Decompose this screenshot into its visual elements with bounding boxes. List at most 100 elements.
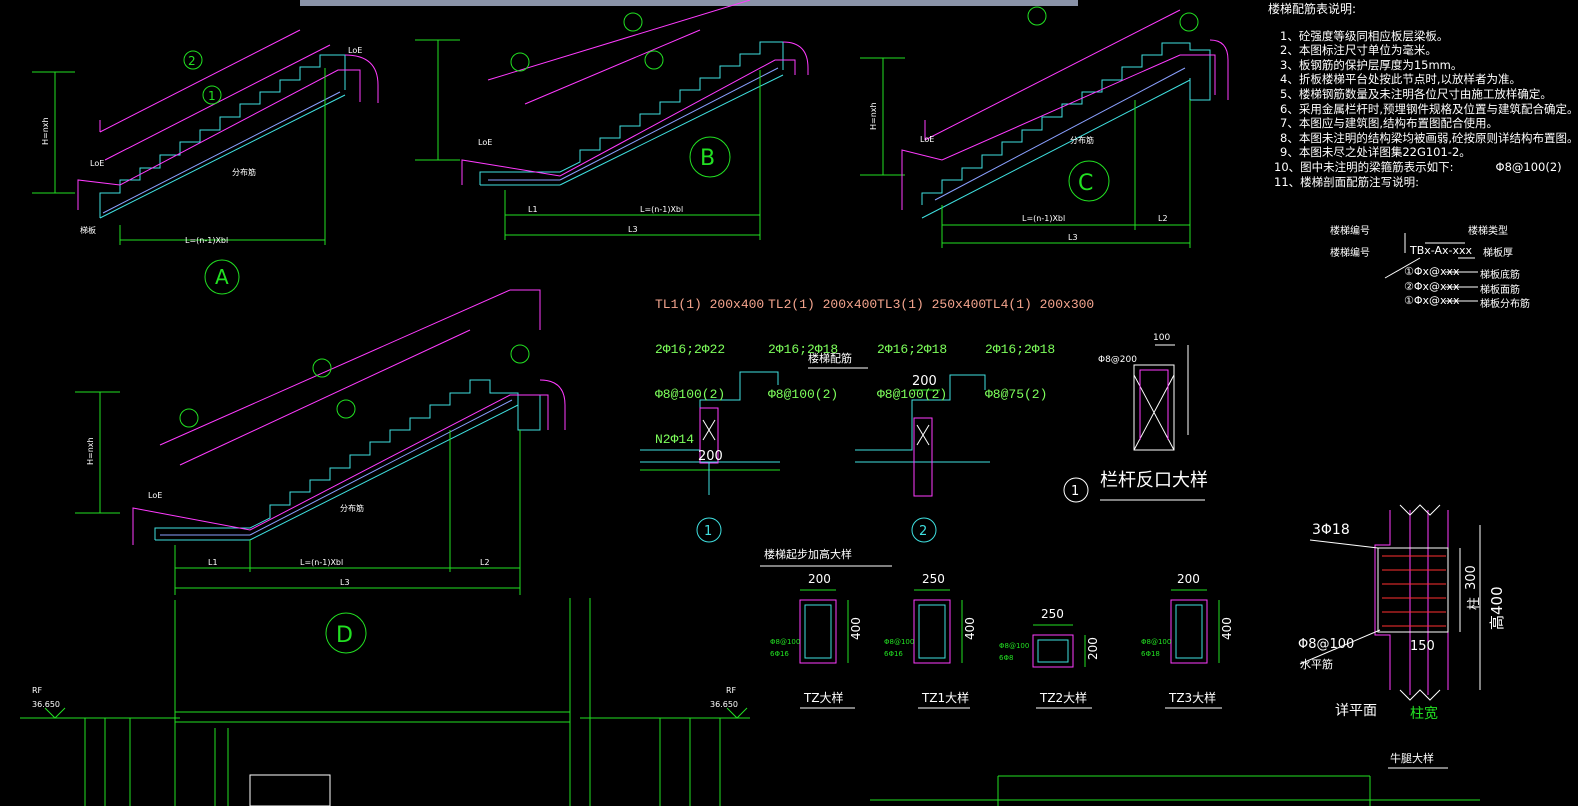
tz1-h: 400 <box>963 617 977 640</box>
stair-c-height: H=nxh <box>869 102 878 130</box>
note-item: 4、折板楼梯平台处按此节点时,以放样者为准。 <box>1280 72 1521 87</box>
legend-l2: ②Φx@xxx <box>1404 280 1460 293</box>
railing-detail <box>1063 344 1205 503</box>
stair-a-label: A <box>215 265 229 289</box>
beam-tl1: TL1(1) 200x400 2Φ16;2Φ22 Φ8@100(2) N2Φ14 <box>655 267 764 462</box>
col-stir: Φ8@100 <box>1298 637 1354 652</box>
tz-m: 6Φ16 <box>770 650 789 658</box>
tz-name: TZ大样 <box>803 690 844 705</box>
note-item-11: 11、楼梯剖面配筋注写说明: <box>1274 174 1420 189</box>
beam-tl4-line2: Φ8@75(2) <box>985 387 1048 402</box>
stair-d-label: D <box>336 623 353 648</box>
stair-c <box>860 6 1229 248</box>
elevation-section <box>20 598 1480 806</box>
legend-lines <box>1384 233 1478 302</box>
note-item: 6、采用金属栏杆时,预埋钢件规格及位置与建筑配合确定。 <box>1280 101 1578 116</box>
col-plane: 详平面 <box>1335 703 1377 719</box>
rf-left: RF <box>32 686 43 695</box>
col-rebar: 3Φ18 <box>1312 522 1350 538</box>
beam-tl4: TL4(1) 200x300 2Φ16;2Φ18 Φ8@75(2) <box>985 267 1094 417</box>
note-10-value: Φ8@100(2) <box>1495 159 1562 174</box>
stair-a-dist: 分布筋 <box>232 167 256 177</box>
stair-d-l1: L1 <box>208 558 218 567</box>
legend-stair-no-2: 楼梯编号 <box>1330 248 1370 259</box>
legend-l1: ①Φx@xxx <box>1404 265 1460 278</box>
stair-b-label: B <box>700 146 715 171</box>
stair-c-loe: LoE <box>920 135 934 144</box>
beam-tl3-line2: Φ8@100(2) <box>877 387 948 402</box>
tz3-name: TZ3大样 <box>1168 690 1216 705</box>
section-1-dim: 200 <box>698 449 723 464</box>
beam-tl4-line1: 2Φ16;2Φ18 <box>985 342 1056 357</box>
cad-drawing-canvas[interactable]: 2 1 A L=(n-1)Xbl H=nxh LoE LoE 梯板 分布筋 B … <box>0 0 1529 806</box>
stair-b-l1: L1 <box>528 205 538 214</box>
legend-stair-type: 楼梯类型 <box>1468 226 1508 237</box>
stair-c-dist: 分布筋 <box>1070 135 1094 145</box>
note-item: 1、砼强度等级同相应板层梁板。 <box>1280 28 1449 43</box>
stair-b-l3: L3 <box>628 225 638 234</box>
legend-l3: ①Φx@xxx <box>1404 294 1460 307</box>
stair-b-loe: LoE <box>478 138 492 147</box>
note-item: 9、本图未尽之处详图集22G101-2。 <box>1280 145 1471 160</box>
stair-c-l3: L3 <box>1068 233 1078 242</box>
beam-tl1-head: TL1(1) 200x400 <box>655 297 765 312</box>
railing-dim: 100 <box>1153 333 1170 343</box>
beam-tl2-head: TL2(1) 200x400 <box>768 297 878 312</box>
beam-tl4-head: TL4(1) 200x300 <box>985 297 1095 312</box>
stair-d-dist: 分布筋 <box>340 503 364 513</box>
section-1-mark: 1 <box>704 524 712 539</box>
beam-tl1-line3: N2Φ14 <box>655 432 695 447</box>
tz3-s: Φ8@100 <box>1141 638 1171 646</box>
col-width: 柱宽 <box>1410 705 1438 722</box>
tz1-s: Φ8@100 <box>884 638 914 646</box>
notes-panel: 楼梯配筋表说明: 1、砼强度等级同相应板层梁板。 2、本图标注尺寸单位为毫米。 … <box>1268 2 1578 189</box>
note-item: 8、本图未注明的结构梁均被画弱,砼按原则详结构布置图。 <box>1280 130 1578 145</box>
stair-c-length: L=(n-1)Xbl <box>1022 214 1065 223</box>
note-item: 3、板钢筋的保护层厚度为15mm。 <box>1280 57 1463 72</box>
stair-d-loe: LoE <box>148 491 162 500</box>
col-title: 牛腿大样 <box>1390 751 1434 765</box>
beam-tl3-line1: 2Φ16;2Φ18 <box>877 342 948 357</box>
stair-d-height: H=nxh <box>86 437 95 465</box>
top-scroll-bar[interactable] <box>300 0 1078 6</box>
note-item: 2、本图标注尺寸单位为毫米。 <box>1280 43 1437 58</box>
beam-tl2-line2: Φ8@100(2) <box>768 387 839 402</box>
notes-title: 楼梯配筋表说明: <box>1268 2 1357 16</box>
stair-a-loe: LoE <box>90 159 104 168</box>
railing-title: 栏杆反口大样 <box>1100 470 1208 491</box>
beam-tl3: TL3(1) 250x400 2Φ16;2Φ18 Φ8@100(2) <box>877 267 986 417</box>
stair-b-length: L=(n-1)Xbl <box>640 205 683 214</box>
section-2-dim: 200 <box>912 374 937 389</box>
tz-h: 400 <box>849 617 863 640</box>
note-item-10: 10、图中未注明的梁箍筋表示如下: Φ8@100(2) <box>1268 159 1562 175</box>
stair-a: 2 1 <box>32 29 379 295</box>
tz2-m: 6Φ8 <box>999 654 1013 662</box>
beam-tl2-line1: 2Φ16;2Φ18 <box>768 342 839 357</box>
stair-a-bottom: 梯板 <box>80 225 96 235</box>
legend-stair-no: 楼梯编号 <box>1330 226 1370 237</box>
beam-tl1-line1: 2Φ16;2Φ22 <box>655 342 726 357</box>
legend-thickness: 梯板厚 <box>1483 248 1513 259</box>
note-10-label: 10、图中未注明的梁箍筋表示如下: <box>1274 159 1454 174</box>
note-item: 7、本图应与建筑图,结构布置图配合使用。 <box>1280 116 1498 131</box>
stair-d-length: L=(n-1)Xbl <box>300 558 343 567</box>
legend-l2-desc: 梯板面筋 <box>1480 285 1520 296</box>
svg-text:2: 2 <box>188 54 196 68</box>
rf-right: RF <box>726 686 737 695</box>
tz2-s: Φ8@100 <box>999 642 1029 650</box>
section-2-mark: 2 <box>919 524 927 539</box>
col-stir2: 水平筋 <box>1300 657 1333 671</box>
stair-col-title: 楼梯起步加高大样 <box>764 547 852 561</box>
stair-c-l2: L2 <box>1158 214 1168 223</box>
tz2-name: TZ2大样 <box>1039 690 1087 705</box>
stair-d-l2: L2 <box>480 558 490 567</box>
beam-tl1-line2: Φ8@100(2) <box>655 387 726 402</box>
tz-dim: 200 <box>808 572 831 586</box>
railing-spec: Φ8@200 <box>1098 355 1137 365</box>
stair-a-loe2: LoE <box>348 46 362 55</box>
stair-a-length: L=(n-1)Xbl <box>185 236 228 245</box>
tz-s: Φ8@100 <box>770 638 800 646</box>
tz3-dim: 200 <box>1177 572 1200 586</box>
tz3-m: 6Φ18 <box>1141 650 1160 658</box>
stair-b <box>415 0 809 240</box>
